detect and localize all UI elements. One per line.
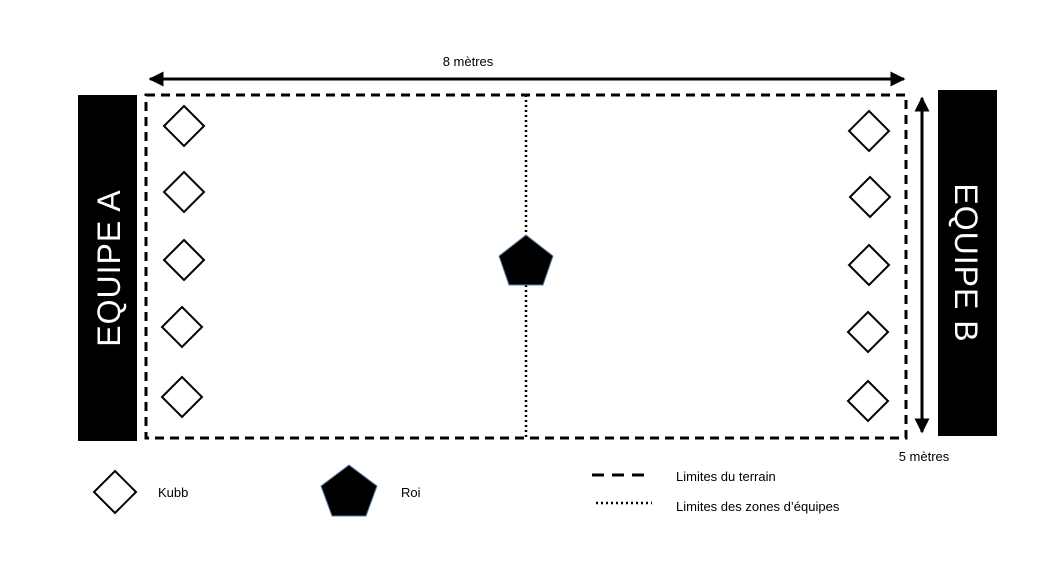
kubb-diamond-icon bbox=[162, 104, 206, 148]
team-a-banner bbox=[78, 95, 137, 441]
kubb-diamond-icon bbox=[162, 170, 206, 214]
kubb-diamond-icon bbox=[160, 305, 204, 349]
kubb-diamond-icon bbox=[160, 375, 204, 419]
legend-kubb-label: Kubb bbox=[158, 485, 188, 500]
team-b-kubbs bbox=[846, 109, 892, 423]
team-a-label: EQUIPE A bbox=[91, 189, 127, 346]
legend-king-icon bbox=[320, 464, 378, 517]
legend-team-zone-label: Limites des zones d’équipes bbox=[676, 499, 840, 514]
kubb-diamond-icon bbox=[846, 379, 890, 423]
kubb-diamond-icon bbox=[847, 243, 891, 287]
kubb-diamond-icon bbox=[846, 310, 890, 354]
team-a-kubbs bbox=[160, 104, 206, 419]
kubb-diamond-icon bbox=[162, 238, 206, 282]
team-b-banner bbox=[938, 90, 997, 436]
height-label: 5 mètres bbox=[899, 449, 950, 464]
legend-king-label: Roi bbox=[401, 485, 421, 500]
team-b-label: EQUIPE B bbox=[948, 183, 984, 342]
width-label: 8 mètres bbox=[443, 54, 494, 69]
king-pentagon-icon bbox=[498, 234, 554, 286]
kubb-diamond-icon bbox=[848, 175, 892, 219]
legend-field-limits-label: Limites du terrain bbox=[676, 469, 776, 484]
legend: Kubb Roi Limites du terrain Limites des … bbox=[92, 464, 840, 517]
kubb-diamond-icon bbox=[847, 109, 891, 153]
legend-kubb-icon bbox=[92, 469, 138, 515]
